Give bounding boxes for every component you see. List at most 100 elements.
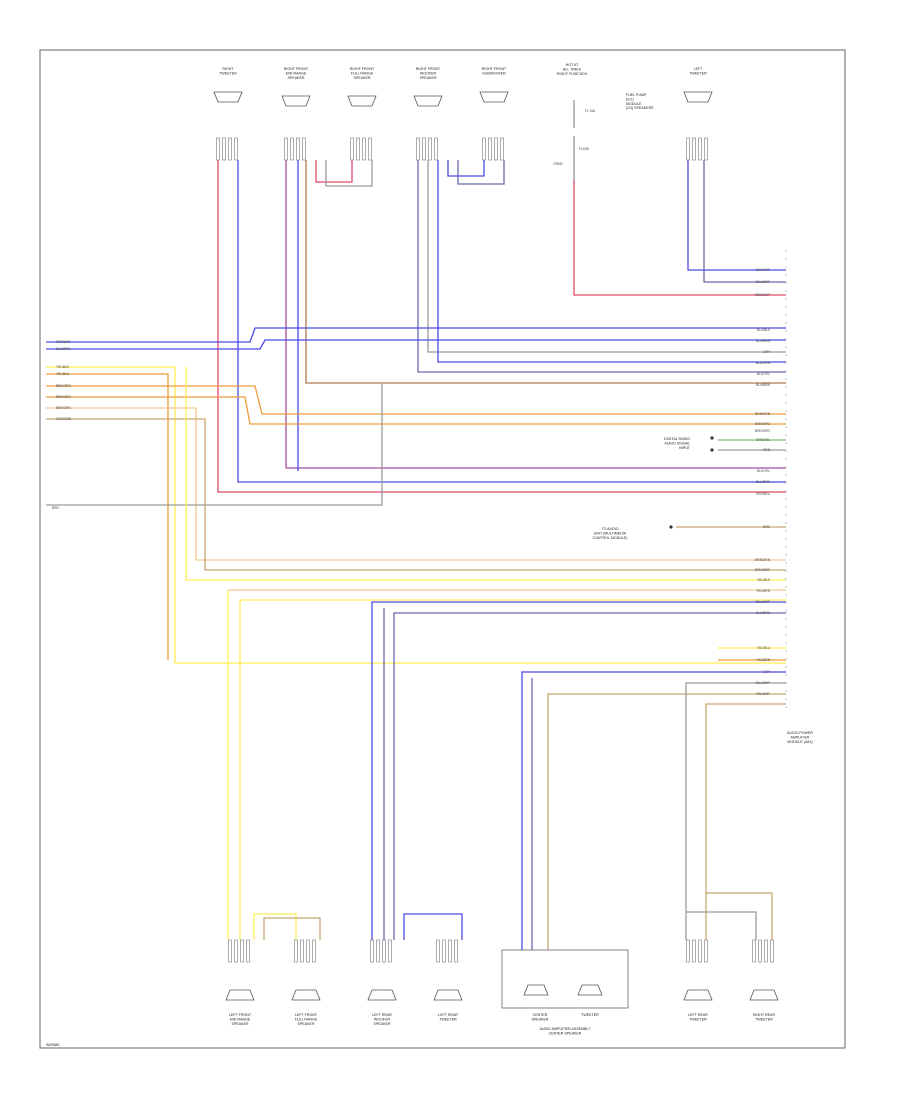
center-item: SPEAKER <box>532 1017 549 1021</box>
wire-harness-1 <box>46 327 786 343</box>
center-item: CENTER <box>533 1013 548 1017</box>
ground-wire-label: BRN <box>52 506 59 510</box>
speaker-connector <box>686 137 708 161</box>
connector-pin <box>356 137 360 161</box>
connector-pin <box>758 939 762 963</box>
connector-pin <box>752 939 756 963</box>
right-wire-label: BLU/BRN <box>756 339 771 343</box>
connector-pin <box>488 137 492 161</box>
diagram-id: W29585 <box>46 1043 59 1047</box>
switch-note: MODULE <box>626 102 642 106</box>
speaker-label: SPEAKER <box>288 76 305 80</box>
fuse-label: F1 15A <box>585 109 596 113</box>
speaker-label: FULL RANGE <box>295 1017 318 1021</box>
right-wire-label: GRN/YEL <box>756 438 770 442</box>
connector-pin <box>306 939 310 963</box>
right-wire-label: BLU/WHT <box>756 268 770 272</box>
wire-harness-3 <box>46 366 786 664</box>
note-radio: INPUT <box>679 446 691 450</box>
switch-note: ECU <box>626 97 634 101</box>
right-wire-label: BLU/BRN <box>756 611 771 615</box>
speaker-connector <box>686 939 708 963</box>
wire-switch-feed <box>573 180 786 296</box>
note-radio: AUDIO SIGNAL <box>664 441 690 445</box>
connector-pin <box>222 137 226 161</box>
speaker-icon <box>225 989 255 1001</box>
speaker-connector <box>370 939 392 963</box>
connector-pin <box>770 939 774 963</box>
connector-pin <box>442 939 446 963</box>
right-wire-label: BRN/ORG <box>755 429 770 433</box>
left-wire-label: YEL/BLU <box>56 372 70 376</box>
switch-title: HOT AT <box>566 63 579 67</box>
connector-pin <box>382 939 386 963</box>
center-box <box>501 949 629 1009</box>
switch-note: (G3) SPEAKERS <box>626 106 654 110</box>
wire-harness-6 <box>46 396 786 425</box>
speaker-icon <box>577 984 603 996</box>
speaker-label: TWEETER <box>755 1017 773 1021</box>
note-radio: DIGITAL RADIO <box>664 437 690 441</box>
speaker-label: RIGHT FRONT <box>350 67 375 71</box>
wire-center-c <box>547 693 786 950</box>
wire-center-a <box>521 671 786 950</box>
wire-rr-a <box>685 682 786 940</box>
right-wire-label: BLU/BRN <box>756 383 771 387</box>
connector-pin <box>704 137 708 161</box>
wire-rf-sub-c <box>437 160 786 363</box>
speaker-connector <box>436 939 458 963</box>
right-wire-label: BLU/WHT <box>756 681 770 685</box>
right-wire-label: YEL/WHT <box>756 692 770 696</box>
wire-lf-bridge <box>253 913 297 940</box>
wire-rf-tweeter-red <box>217 160 786 493</box>
wire-lr-c <box>393 612 786 940</box>
right-wire-label: BLU/YEL <box>757 372 770 376</box>
connector-pin <box>500 137 504 161</box>
connector-pin <box>692 137 696 161</box>
speaker-icon <box>367 989 397 1001</box>
amplifier-label: AMPLIFIER <box>791 735 810 739</box>
speaker-icon <box>291 989 321 1001</box>
switch-title: ALL TIMES <box>563 67 582 71</box>
center-item: TWEETER <box>581 1013 599 1017</box>
speaker-icon <box>213 91 243 103</box>
right-wire-label: BRN/ORG <box>755 568 770 572</box>
speaker-label: LEFT REAR <box>438 1013 458 1017</box>
speaker-label: RIGHT REAR <box>753 1013 776 1017</box>
speaker-connector <box>216 137 238 161</box>
speaker-connector <box>482 137 504 161</box>
diagram-border <box>39 49 846 1049</box>
right-wire-label: GRY <box>763 670 771 674</box>
connector-pin <box>422 137 426 161</box>
connector-pin <box>436 939 440 963</box>
amplifier-label: MODULE (A81) <box>787 740 812 744</box>
speaker-label: RIGHT FRONT <box>284 67 309 71</box>
right-wire-label: YEL/BLU <box>757 646 771 650</box>
right-wire-label: YEL/BRN <box>756 589 770 593</box>
connector-pin <box>698 137 702 161</box>
speaker-connector <box>350 137 372 161</box>
speaker-label: FULL RANGE <box>351 71 374 75</box>
connector-pin <box>428 137 432 161</box>
speaker-icon <box>683 91 713 103</box>
wire-rf-sub-a <box>417 160 786 373</box>
connector-pin <box>704 939 708 963</box>
connector-pin <box>300 939 304 963</box>
note-dot <box>710 448 714 452</box>
speaker-icon <box>479 91 509 103</box>
wire-rf-sub-b <box>427 160 786 353</box>
speaker-connector <box>228 939 250 963</box>
connector-pin <box>312 939 316 963</box>
connector-pin <box>686 137 690 161</box>
wire-rf-bridge <box>315 160 353 183</box>
connector-pin <box>294 939 298 963</box>
